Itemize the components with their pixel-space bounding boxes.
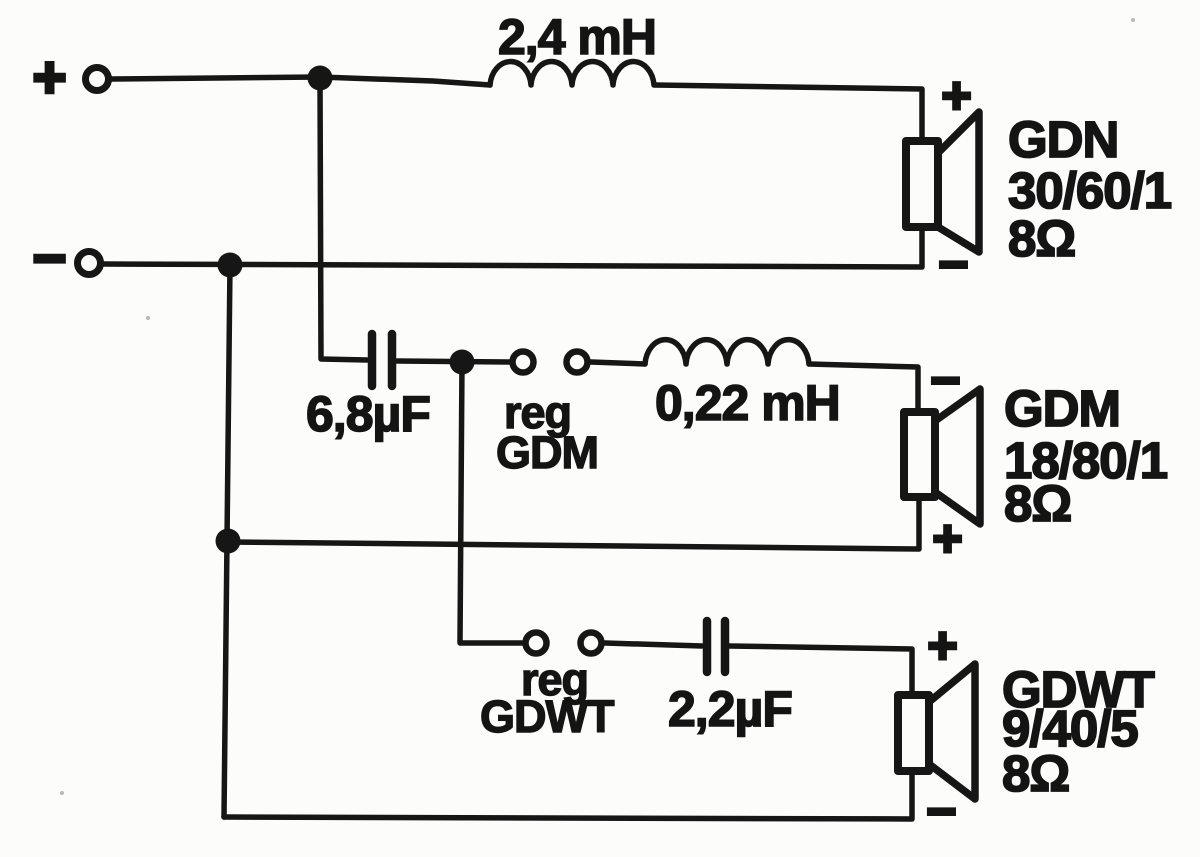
reg-gdwt-label-line1: reg bbox=[521, 654, 588, 705]
gdn-impedance: 8Ω bbox=[1008, 210, 1075, 267]
wire-to-gdn-plus bbox=[652, 82, 925, 144]
junction-gdm-return bbox=[215, 528, 241, 554]
gdn-speaker: + − GDN 30/60/1 8Ω bbox=[902, 66, 1173, 296]
tweeter-capacitor: 2,2µF bbox=[667, 616, 794, 738]
tweeter-branch: reg GDWT 2,2µF + − GDWT 9/40/5 8Ω bbox=[479, 616, 1157, 843]
reg-gdm-label-line2: GDM bbox=[496, 427, 598, 478]
midrange-branch: 6,8µF reg GDM 0,22 mH − + GDM 18/80/1 8Ω bbox=[305, 329, 1169, 570]
scan-speckle bbox=[146, 316, 150, 320]
gdwt-name: GDWT bbox=[1002, 661, 1155, 718]
wiring bbox=[100, 58, 925, 822]
mid-cap-label: 6,8µF bbox=[306, 386, 430, 442]
gdm-impedance: 8Ω bbox=[1004, 475, 1071, 532]
input-plus-label: + bbox=[33, 45, 66, 110]
gdn-plus-label: + bbox=[941, 67, 970, 125]
gdwt-minus-label: − bbox=[926, 783, 955, 841]
reg-gdwt-label-line2: GDWT bbox=[480, 691, 614, 742]
wire-minus-rail bbox=[100, 224, 925, 270]
gdwt-impedance: 8Ω bbox=[1002, 745, 1069, 802]
input-terminals: + − bbox=[31, 43, 112, 293]
scan-speckle bbox=[60, 791, 64, 795]
reg-gdm-label-line1: reg bbox=[504, 387, 571, 438]
gdwt-plus-label: + bbox=[927, 617, 956, 675]
junction-after-mid-cap bbox=[449, 349, 475, 375]
gdwt-speaker-magnet bbox=[894, 691, 933, 775]
midrange-inductor-label: 0,22 mH bbox=[655, 375, 840, 431]
reg-gdm-terminal-1 bbox=[509, 348, 537, 376]
wire-bottom-rail bbox=[221, 768, 915, 822]
gdwt-model: 9/40/5 bbox=[1002, 700, 1138, 757]
wire-reg-to-tweeter-cap bbox=[602, 640, 705, 649]
midrange-inductor-coil bbox=[642, 336, 812, 367]
reg-gdwt-terminal-1 bbox=[522, 629, 550, 657]
junction-dots bbox=[215, 65, 475, 554]
wire-gdm-return bbox=[226, 494, 922, 552]
reg-gdwt-terminal-2 bbox=[577, 629, 605, 657]
junction-minus-rail bbox=[217, 252, 243, 278]
input-minus-terminal bbox=[74, 248, 104, 278]
gdm-model: 18/80/1 bbox=[1004, 432, 1167, 489]
gdm-plus-label: + bbox=[932, 510, 961, 568]
input-minus-label: − bbox=[33, 226, 66, 291]
gdwt-speaker-cone bbox=[925, 660, 979, 803]
reg-gdm-terminals: reg GDM bbox=[495, 348, 600, 479]
woofer-inductor-label: 2,4 mH bbox=[498, 9, 656, 65]
wire-reg-to-mid-inductor bbox=[588, 359, 648, 367]
woofer-inductor-coil bbox=[487, 58, 657, 88]
woofer-branch: 2,4 mH + − GDN 30/60/1 8Ω bbox=[497, 8, 1173, 296]
reg-gdwt-terminals: reg GDWT bbox=[479, 629, 616, 743]
gdm-minus-label: − bbox=[930, 352, 959, 410]
wire-tweeter-branch-vertical bbox=[457, 359, 525, 646]
gdn-model: 30/60/1 bbox=[1008, 162, 1171, 219]
wire-to-gdm-minus bbox=[806, 361, 921, 415]
gdwt-speaker: + − GDWT 9/40/5 8Ω bbox=[894, 616, 1157, 843]
reg-gdm-terminal-2 bbox=[563, 348, 591, 376]
gdm-speaker-magnet bbox=[900, 408, 939, 501]
scan-speckle bbox=[1131, 18, 1135, 22]
gdn-speaker-cone bbox=[934, 108, 983, 256]
wire-to-gdwt-plus bbox=[726, 643, 915, 698]
tweeter-cap-label: 2,2µF bbox=[668, 681, 792, 737]
input-plus-terminal bbox=[82, 64, 112, 94]
gdm-speaker: − + GDM 18/80/1 8Ω bbox=[900, 351, 1169, 570]
wire-mid-branch-vertical bbox=[317, 74, 370, 363]
junction-plus-rail bbox=[307, 65, 333, 91]
gdn-speaker-magnet bbox=[902, 137, 942, 231]
wire-plus-rail bbox=[108, 74, 493, 88]
gdn-minus-label: − bbox=[938, 236, 967, 294]
gdm-name: GDM bbox=[1004, 380, 1120, 437]
midrange-capacitor: 6,8µF bbox=[305, 329, 432, 443]
gdn-name: GDN bbox=[1008, 111, 1118, 168]
